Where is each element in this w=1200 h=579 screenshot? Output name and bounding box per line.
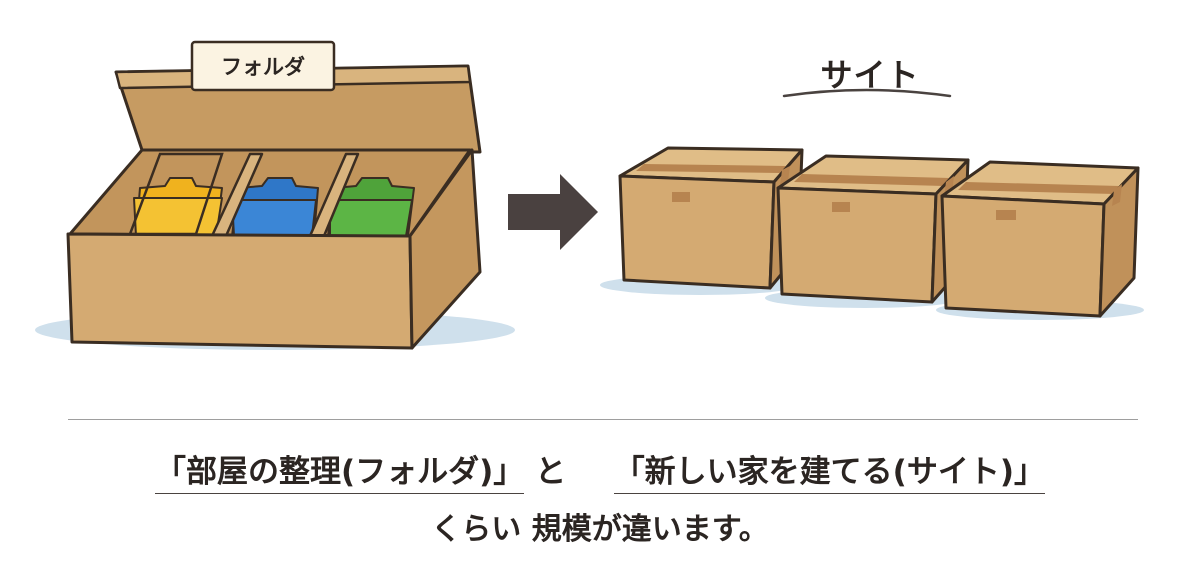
caption-folder-phrase: 「部屋の整理(フォルダ)」 [154,454,525,494]
folder-box-label: フォルダ [221,55,305,79]
divider-line [68,419,1138,420]
caption-line-1: 「部屋の整理(フォルダ)」 と 「新しい家を建てる(サイト)」 [0,446,1200,494]
illustration-layer: フォルダ [35,40,1144,350]
caption-line-2: くらい 規模が違います。 [431,512,769,547]
site-label-underline [782,88,952,98]
folder-box-illustration: フォルダ [35,40,515,350]
box-side [408,148,482,350]
site-label: サイト [820,56,920,94]
cardboard-box-2 [765,154,970,308]
arrow-right-icon [508,174,598,250]
folder-box-label-card [190,40,336,92]
cardboard-box-3 [936,160,1144,320]
caption-site-phrase: 「新しい家を建てる(サイト)」 [613,454,1046,494]
box-front [66,232,414,350]
caption-connector: と [535,454,567,490]
folder-green [327,177,415,237]
cardboard-box-1 [600,146,804,295]
